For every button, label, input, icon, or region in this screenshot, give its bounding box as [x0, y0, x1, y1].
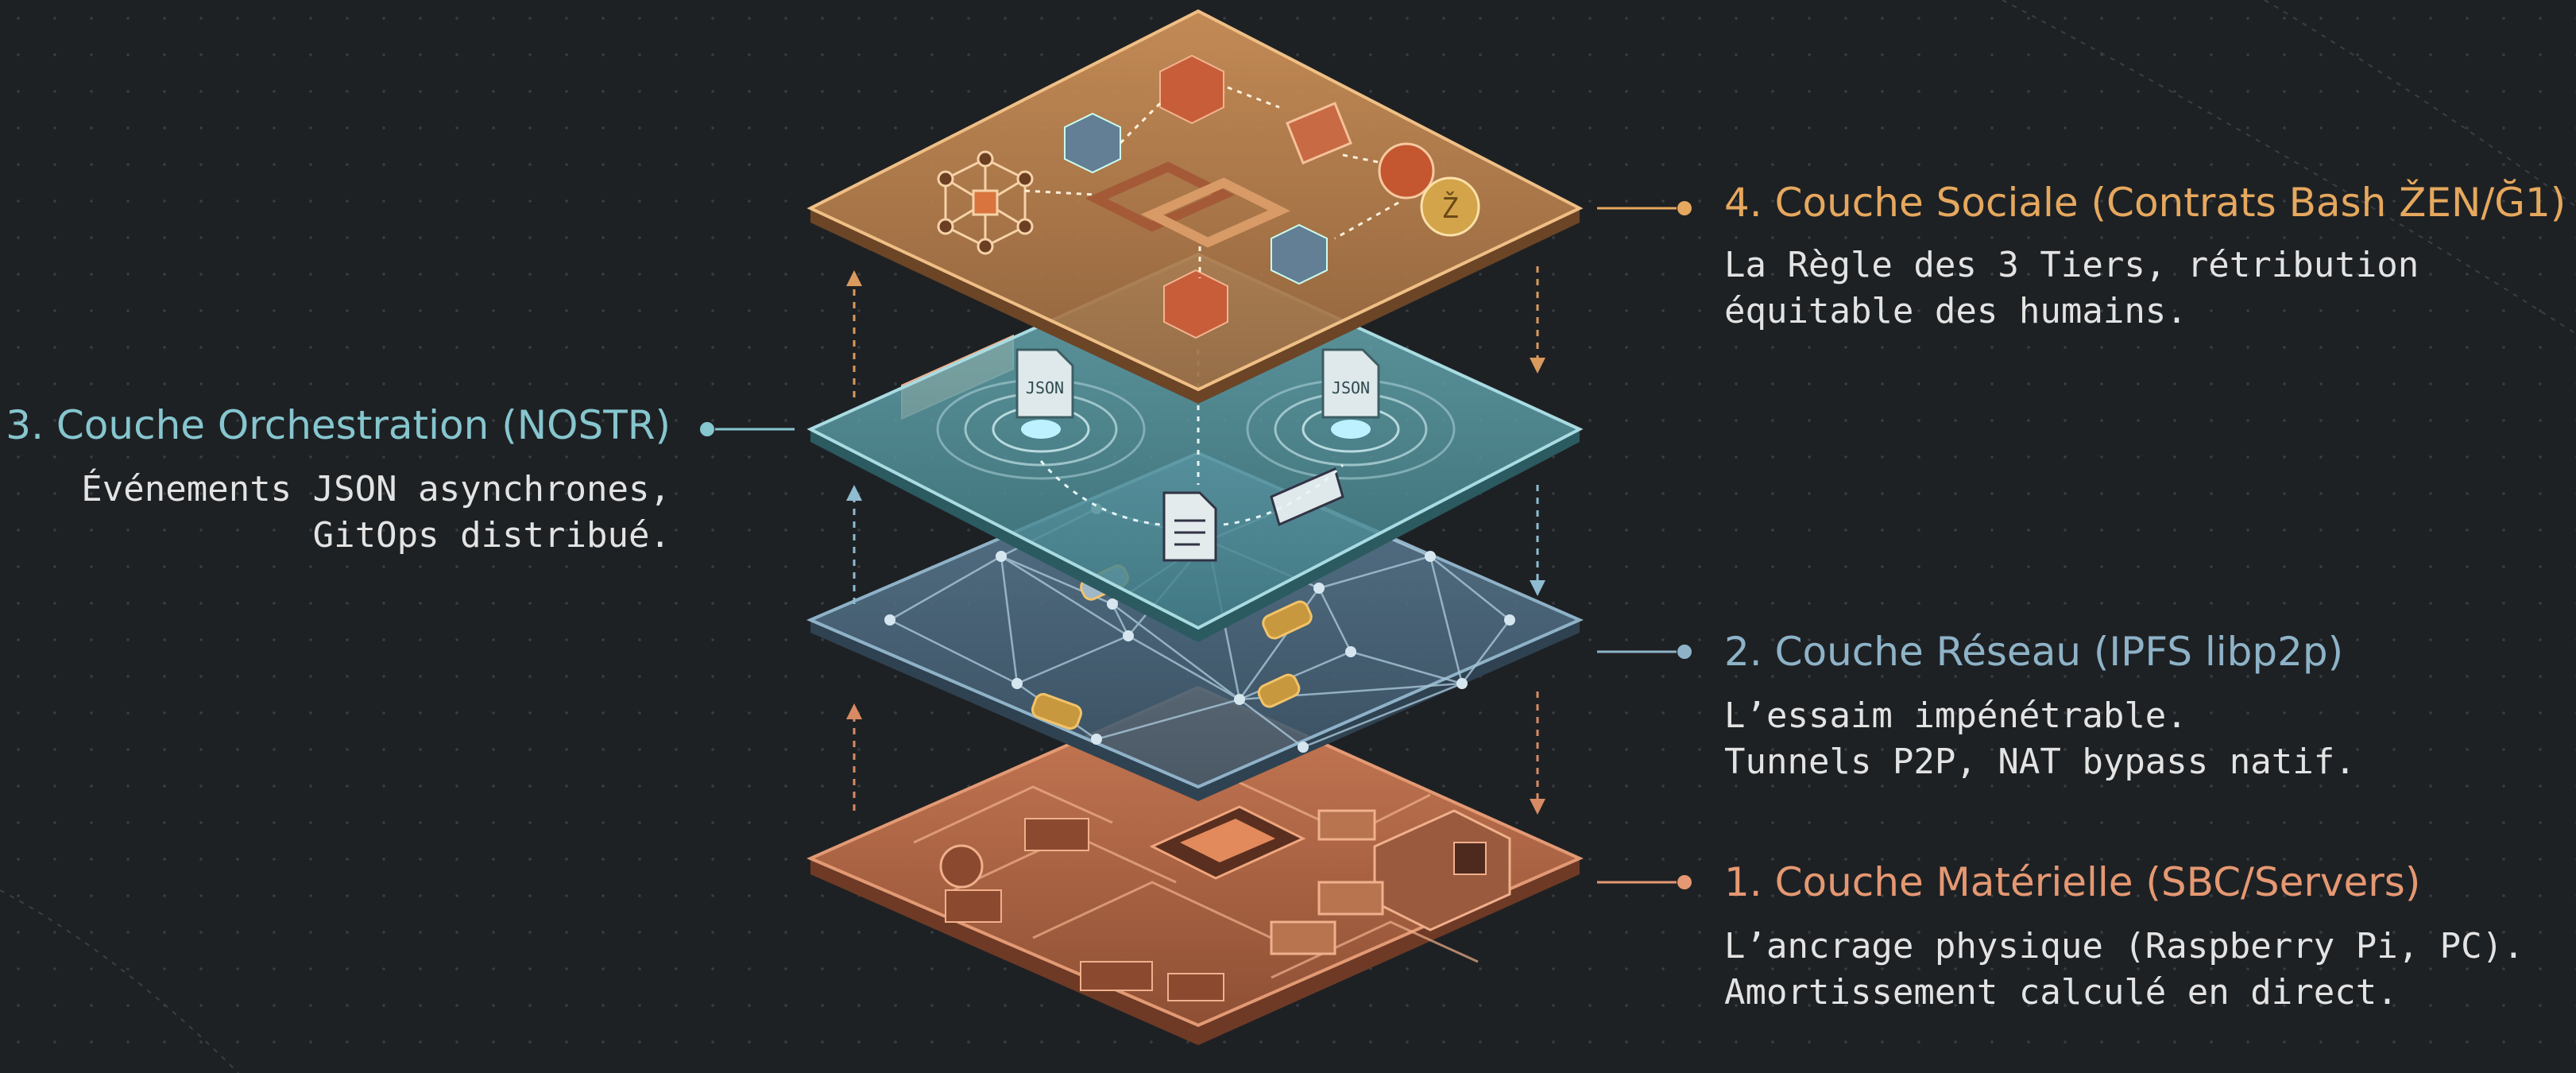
network-desc-line1: L’essaim impénétrable. — [1724, 695, 2187, 736]
json-doc-left-icon: JSON — [1015, 348, 1074, 419]
git-card-icon — [1270, 467, 1344, 527]
flow-arrows — [1024, 86, 1399, 278]
json-doc-right-icon: JSON — [1321, 348, 1380, 419]
label-orchestration: 3. Couche Orchestration (NOSTR) Événemen… — [6, 401, 671, 559]
ethernet-port — [1373, 809, 1511, 932]
cubes — [1064, 54, 1328, 339]
node-graph-icon — [937, 150, 1034, 255]
network-desc-line2: Tunnels P2P, NAT bypass natif. — [1724, 742, 2356, 782]
hardware-desc-line1: L’ancrage physique (Raspberry Pi, PC). — [1724, 926, 2524, 966]
orchestration-layer: JSON JSON — [806, 252, 1584, 642]
decorative-arc — [2002, 0, 2576, 335]
network-title: 2. Couche Réseau (IPFS libp2p) — [1724, 629, 2344, 675]
json-right-label: JSON — [1332, 378, 1370, 397]
coin-symbol: Ž — [1441, 192, 1459, 225]
document-icon — [1162, 491, 1217, 562]
zen-coin-icon: Ž — [1378, 142, 1480, 237]
left-up-arrows — [846, 270, 862, 811]
connector-social — [1597, 201, 1692, 215]
orchestration-title: 3. Couche Orchestration (NOSTR) — [6, 402, 671, 448]
signal-rings-left — [936, 378, 1146, 480]
connector-orchestration — [700, 422, 795, 436]
linked-chain-icon — [1085, 161, 1291, 248]
label-network: 2. Couche Réseau (IPFS libp2p) L’essaim … — [1724, 628, 2356, 785]
small-chips — [945, 818, 1224, 1001]
decorative-arc — [0, 889, 239, 1073]
social-layer: Ž — [806, 9, 1584, 404]
cpu-chip — [1149, 805, 1306, 880]
social-desc-line1: La Règle des 3 Tiers, rétribution — [1724, 245, 2419, 285]
hardware-desc-line2: Amortissement calculé en direct. — [1724, 972, 2398, 1013]
connector-network — [1597, 645, 1692, 659]
usb-ports — [1270, 809, 1384, 955]
orchestration-desc-line2: GitOps distribué. — [312, 515, 671, 556]
hardware-title: 1. Couche Matérielle (SBC/Servers) — [1724, 859, 2421, 905]
capacitor — [939, 844, 984, 889]
right-down-arrows — [1530, 266, 1545, 815]
label-hardware: 1. Couche Matérielle (SBC/Servers) L’anc… — [1724, 858, 2524, 1016]
orchestration-desc-line1: Événements JSON asynchrones, — [81, 469, 671, 509]
social-desc-line2: équitable des humains. — [1724, 291, 2187, 331]
decorative-arc — [2264, 0, 2576, 207]
json-left-label: JSON — [1026, 378, 1064, 397]
social-title: 4. Couche Sociale (Contrats Bash ŽEN/Ğ1) — [1724, 180, 2566, 226]
label-social: 4. Couche Sociale (Contrats Bash ŽEN/Ğ1)… — [1724, 179, 2566, 335]
connector-hardware — [1597, 875, 1692, 889]
contract-doc-icon — [1286, 102, 1352, 165]
